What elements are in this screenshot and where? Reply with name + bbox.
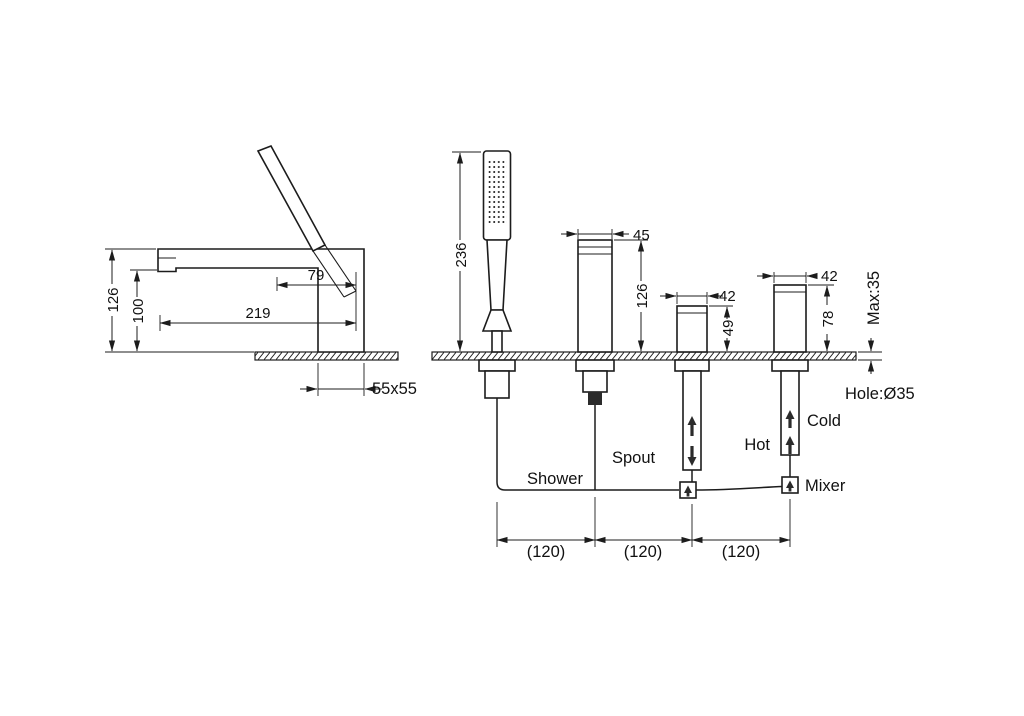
dim-spout-reach-label: 219 (245, 305, 270, 322)
dim-base-size-label: 55x55 (372, 380, 417, 398)
dim-spacing-1-label: (120) (527, 543, 566, 561)
dim-diverter-width: 42 (660, 288, 736, 305)
dim-mixer-height-label: 78 (820, 311, 837, 328)
dim-overall-height: 126 (105, 248, 254, 353)
spout-inlet-fitting (588, 392, 602, 405)
hot-inlet-arrow-icon (785, 436, 795, 454)
spout-flange (575, 359, 615, 372)
dim-spacing-3-label: (120) (722, 543, 761, 561)
shower-flange (478, 359, 516, 372)
flow-arrow-down-icon (687, 446, 697, 466)
spout-underbody (582, 370, 608, 393)
dim-shower-height: 236 (452, 151, 481, 352)
dim-diverter-height-label: 49 (720, 320, 737, 337)
spout-unit (575, 239, 615, 490)
dim-diverter-height: 49 (709, 305, 737, 352)
dim-spacing-2-label: (120) (624, 543, 663, 561)
dim-mixer-height: 78 (808, 284, 837, 352)
diverter-handle (676, 305, 708, 353)
side-view: 126 100 79 219 55x55 (105, 145, 417, 398)
shower-underbody (484, 370, 510, 399)
mixer-flange (771, 359, 809, 372)
dim-spout-height-side-label: 100 (130, 298, 147, 323)
dim-diverter-width-label: 42 (719, 288, 736, 305)
dim-base-size: 55x55 (300, 363, 417, 398)
mixer-handle-unit (771, 284, 809, 494)
dim-shower-height-label: 236 (453, 242, 470, 267)
shower-neck (491, 330, 503, 353)
spout-label: Spout (612, 449, 656, 467)
dim-spout-height-side: 100 (130, 269, 157, 352)
dim-deck-thickness-label: Max:35 (865, 271, 883, 325)
dim-mixer-width-label: 42 (821, 268, 838, 285)
shower-handle (486, 239, 508, 311)
shower-spray-face (487, 158, 507, 226)
lever-handle-side (256, 145, 327, 253)
dim-deck-thickness: Max:35 (858, 271, 883, 374)
hole-size-label: Hole:Ø35 (845, 385, 915, 403)
shower-hose (496, 398, 679, 491)
deck-section-side (254, 351, 399, 361)
dim-spout-height-front-label: 126 (634, 283, 651, 308)
diverter-flange (674, 359, 710, 372)
hot-label: Hot (744, 436, 770, 454)
diverter-valve (679, 481, 697, 499)
shower-label: Shower (527, 470, 583, 488)
shower-cone (481, 309, 513, 332)
dim-handle-offset: 79 (276, 267, 357, 331)
mixer-handle (773, 284, 807, 353)
dim-spout-reach: 219 (159, 305, 357, 331)
deck-section-front (431, 351, 857, 361)
flow-arrow-up-icon (687, 416, 697, 436)
hand-shower-unit (478, 150, 679, 491)
dim-mixer-width: 42 (757, 268, 838, 285)
faucet-body-side (157, 248, 365, 353)
spout-body (577, 239, 613, 353)
diverter-to-mixer-hose (695, 485, 783, 491)
mixer-valve (781, 476, 799, 494)
dim-spout-height-front: 126 (614, 239, 651, 352)
diverter-handle-unit (674, 305, 783, 499)
dim-hole-spacing: (120) (120) (120) (496, 497, 791, 561)
front-view: 236 45 126 (431, 150, 915, 561)
cold-inlet-arrow-icon (785, 410, 795, 428)
mixer-label: Mixer (805, 477, 846, 495)
dim-overall-height-label: 126 (105, 287, 122, 312)
cold-label: Cold (807, 412, 841, 430)
dim-handle-offset-label: 79 (308, 267, 325, 284)
